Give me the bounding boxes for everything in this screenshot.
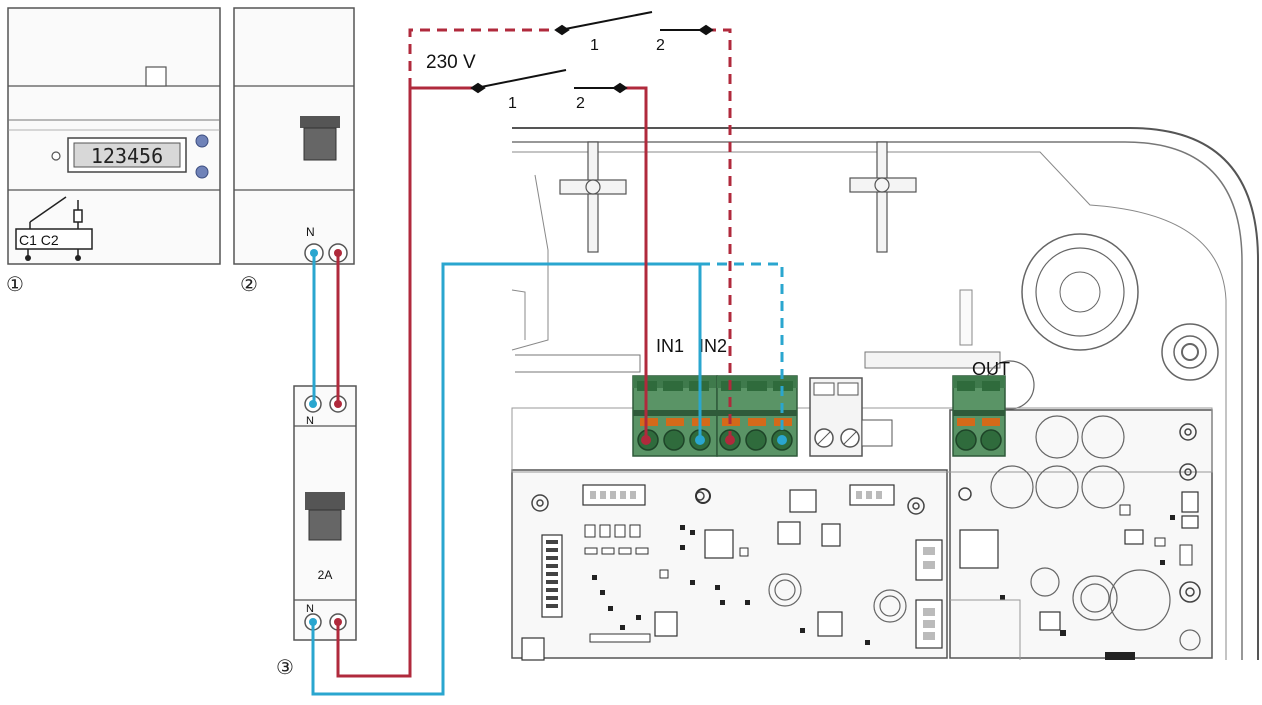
wire-neutral-to-in1: [311, 262, 702, 696]
wire-phase-dashed-top: [408, 28, 560, 88]
wire-phase-dashed-to-in2: [706, 28, 732, 440]
voltage-label: 230 V: [426, 52, 476, 73]
switch-bottom-pos1: 1: [508, 95, 517, 112]
callout-meter: ①: [6, 274, 24, 296]
breaker-top-n-marker: N: [306, 415, 314, 427]
switch-top-pos1: 1: [590, 37, 599, 54]
terminal-grey: [809, 377, 893, 457]
meter-contacts-label: C1 C2: [19, 232, 59, 248]
callout-contactor: ②: [240, 274, 258, 296]
mounting-post-right: [849, 141, 917, 253]
terminal-out: [952, 375, 1006, 457]
meter-led-icon: [195, 134, 209, 148]
controller-enclosure: [511, 127, 1259, 661]
meter-display: 123456: [91, 144, 163, 168]
contactor: N: [233, 7, 355, 265]
wire-phase-to-switch: [336, 86, 476, 678]
energy-meter: 123456 C1 C2: [7, 7, 221, 265]
label-in2: IN2: [699, 336, 727, 356]
switch-bottom-pos2: 2: [576, 95, 585, 112]
switch-bottom-icon: [470, 69, 628, 94]
contactor-n-marker: N: [306, 225, 315, 239]
breaker-rating: 2A: [318, 568, 333, 582]
mounting-post-left: [559, 141, 627, 253]
wire-phase-to-in1: [620, 86, 648, 440]
round-boss: [985, 233, 1219, 410]
callout-breaker: ③: [276, 657, 294, 679]
label-in1: IN1: [656, 336, 684, 356]
label-out: OUT: [972, 359, 1010, 379]
circuit-breaker: N 2A N: [293, 385, 357, 641]
relay-contact-icon: [15, 196, 93, 256]
breaker-bottom-n-marker: N: [306, 603, 314, 615]
meter-led-icon: [195, 165, 209, 179]
switch-top-pos2: 2: [656, 37, 665, 54]
switch-top-icon: [554, 11, 714, 36]
